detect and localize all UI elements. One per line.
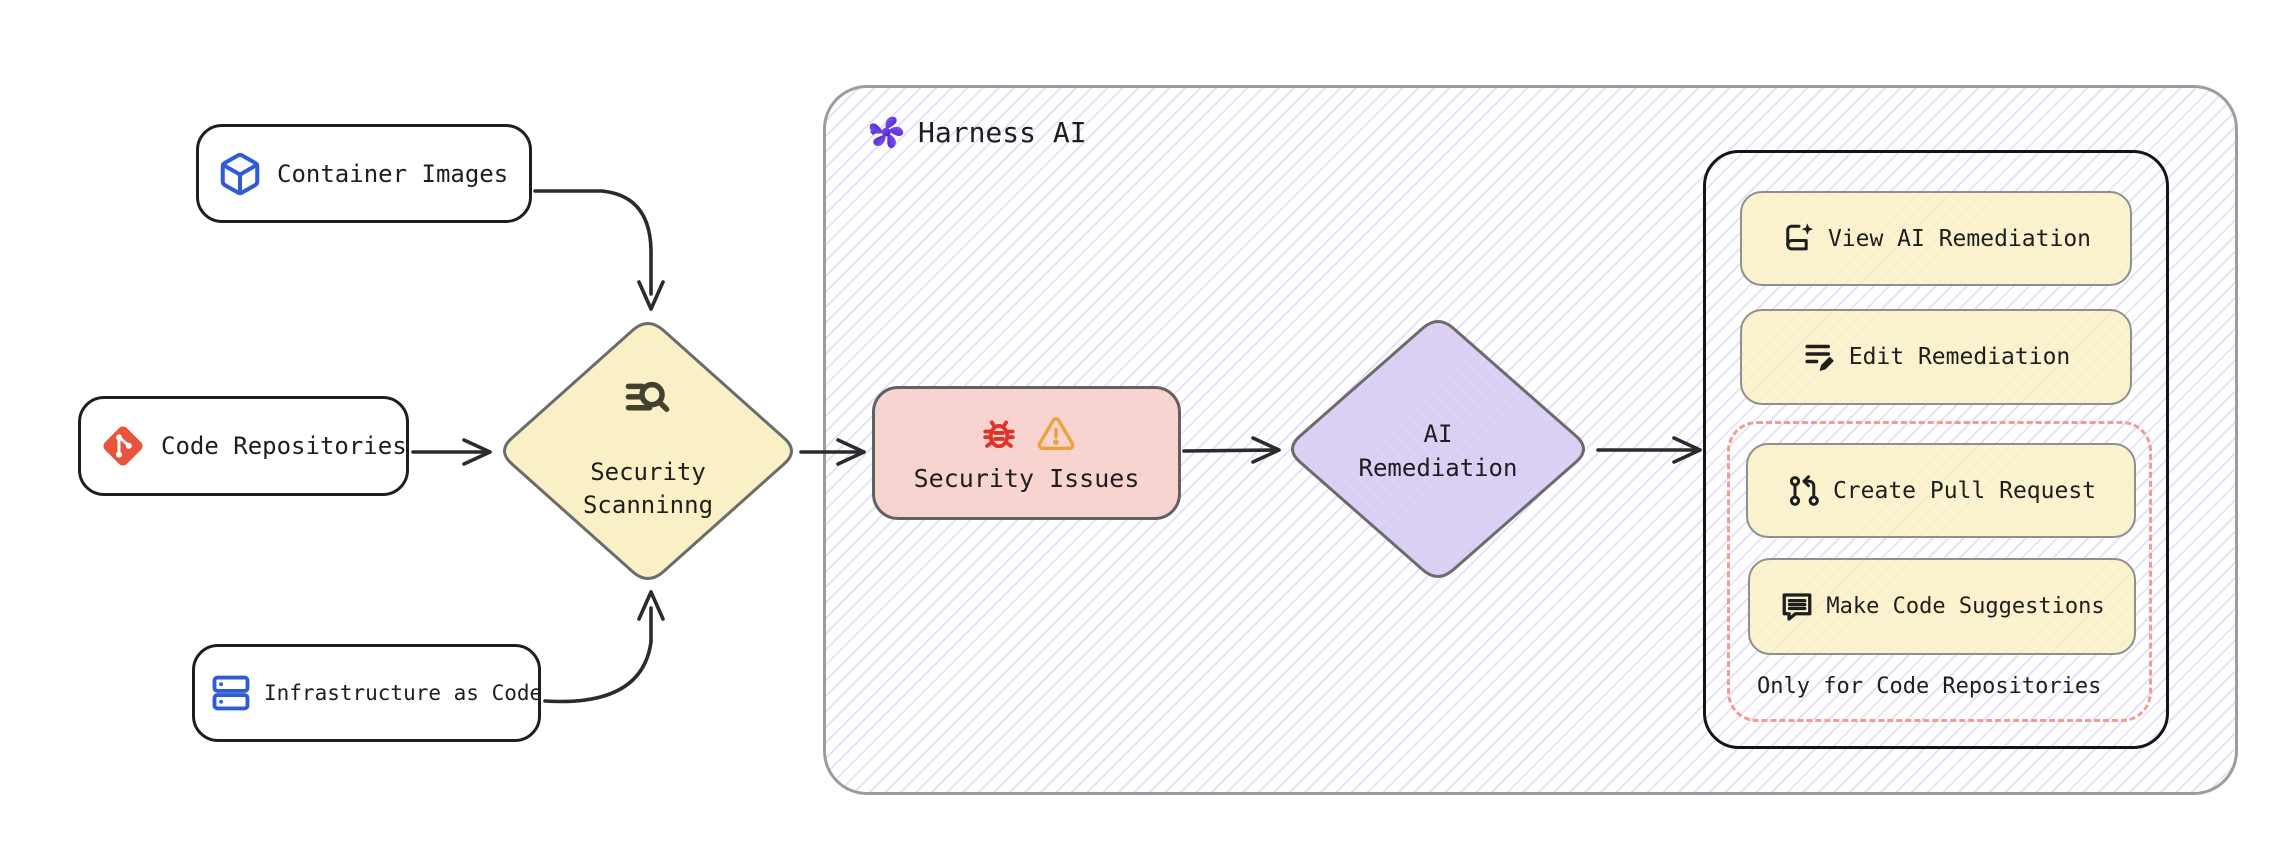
security-issues-label: Security Issues xyxy=(913,464,1140,493)
action-label: View AI Remediation xyxy=(1827,225,2092,252)
create-pull-request-shape: Create Pull Request xyxy=(1746,443,2136,538)
warning-triangle-icon xyxy=(1036,414,1076,454)
make-code-suggestions-shape: Make Code Suggestions xyxy=(1748,558,2136,655)
bug-icon xyxy=(978,413,1020,455)
action-label: Edit Remediation xyxy=(1848,344,2071,370)
git-icon xyxy=(99,422,147,470)
harness-ai-title: Harness AI xyxy=(918,115,1087,149)
server-stack-icon xyxy=(209,671,253,715)
scan-search-icon xyxy=(620,375,674,423)
view-ai-remediation-shape: View AI Remediation xyxy=(1740,191,2132,286)
arrow-iac-to-scanning xyxy=(543,590,665,704)
node-container-images: Container Images xyxy=(196,124,532,223)
security-scanning-diamond xyxy=(503,322,793,580)
harness-ai-logo xyxy=(864,110,908,154)
harness-ai-header: Harness AI xyxy=(864,110,1087,154)
code-repo-only-group xyxy=(1727,421,2152,722)
node-security-issues: Security Issues xyxy=(872,386,1181,520)
only-for-code-repositories-note: Only for Code Repositories xyxy=(1757,674,2102,699)
view-remediation-icon xyxy=(1781,221,1817,257)
container-cube-icon xyxy=(217,151,263,197)
node-label: Infrastructure as Code xyxy=(264,681,543,705)
node-label: Container Images xyxy=(277,159,509,188)
edit-remediation-icon xyxy=(1802,339,1838,375)
node-label: Code Repositories xyxy=(161,432,407,460)
remediation-actions-container xyxy=(1703,150,2169,749)
pull-request-icon xyxy=(1786,473,1822,509)
action-label: Create Pull Request xyxy=(1832,477,2097,504)
node-infrastructure-as-code: Infrastructure as Code xyxy=(192,644,543,742)
arrow-container-images-to-scanning xyxy=(533,189,665,311)
edit-remediation-shape: Edit Remediation xyxy=(1740,309,2132,405)
node-code-repositories: Code Repositories xyxy=(78,396,409,496)
code-suggestions-icon xyxy=(1779,589,1815,625)
action-label: Make Code Suggestions xyxy=(1826,594,2105,619)
